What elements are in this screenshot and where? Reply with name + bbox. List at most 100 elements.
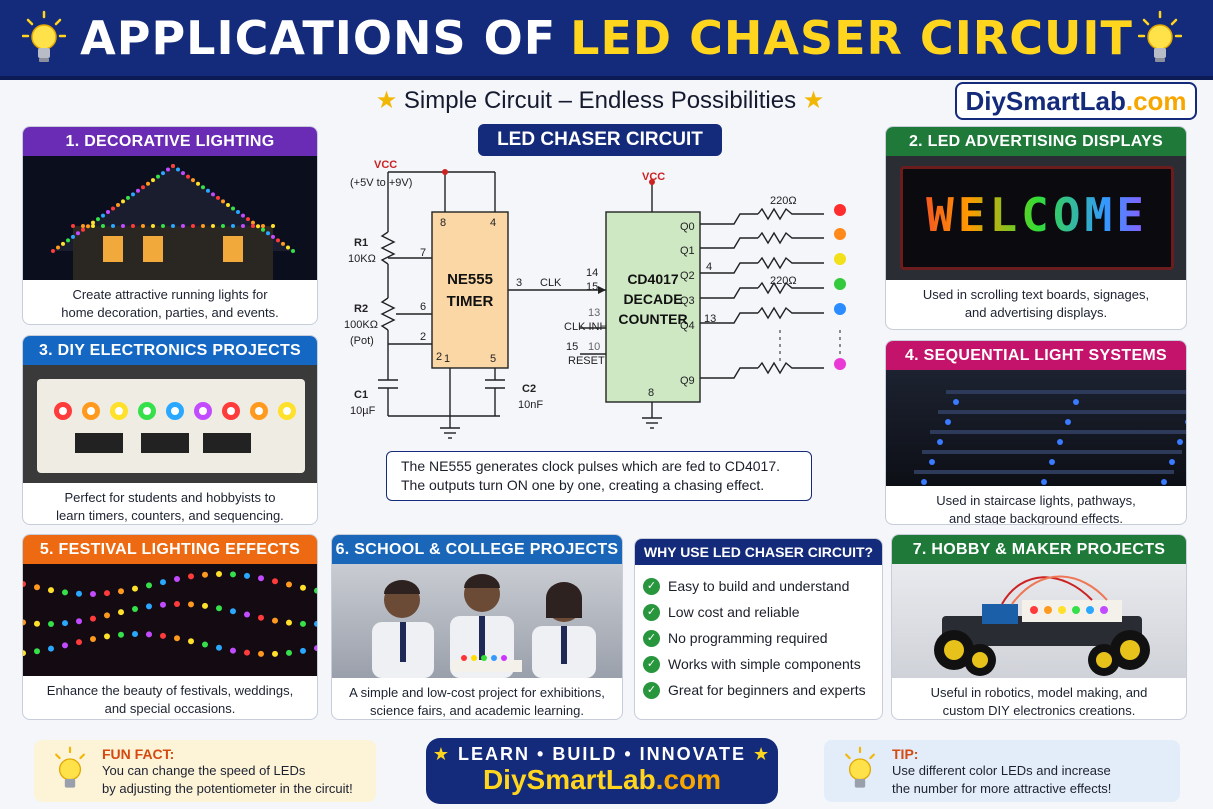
vcc-label-2: VCC [642, 171, 665, 183]
festival-lights-image [23, 564, 317, 676]
card-title: 4. SEQUENTIAL LIGHT SYSTEMS [886, 341, 1186, 370]
c2-value: 10nF [518, 399, 543, 411]
pin-7: 7 [420, 247, 426, 259]
check-icon: ✓ [643, 577, 660, 595]
card-title: 5. FESTIVAL LIGHTING EFFECTS [23, 535, 317, 564]
why-item-text: Easy to build and understand [668, 578, 850, 594]
card-title: 6. SCHOOL & COLLEGE PROJECTS [332, 535, 622, 564]
circuit-diagram: VCC (+5V to +9V) VCC R1 10KΩ R2 100KΩ (P… [344, 159, 846, 439]
pin-13b: 13 [704, 313, 716, 325]
sign-text: WELCOME [900, 188, 1174, 242]
tip-line: Use different color LEDs and increase [892, 763, 1111, 778]
why-item-text: Low cost and reliable [668, 604, 800, 620]
cd4017-label: CD4017 [627, 271, 679, 287]
breadboard-image [23, 365, 317, 483]
check-icon: ✓ [643, 603, 660, 621]
card-diy-electronics: 3. DIY ELECTRONICS PROJECTS Perfect for … [22, 335, 318, 525]
decade-label: DECADE [623, 291, 682, 307]
fun-fact-line: You can change the speed of LEDs [102, 763, 306, 778]
caption-line: and advertising displays. [964, 305, 1108, 320]
caption-line: Create attractive running lights for [72, 287, 268, 302]
q2-label: Q2 [680, 270, 695, 282]
card-caption: Perfect for students and hobbyists to lea… [23, 483, 317, 524]
brand-name: DiySmartLab [965, 86, 1126, 116]
pin-6: 6 [420, 301, 426, 313]
brand-logo: DiySmartLab.com [955, 82, 1197, 120]
circuit-note: The NE555 generates clock pulses which a… [386, 451, 812, 501]
r2-note: (Pot) [350, 335, 374, 347]
innovate-word: INNOVATE [639, 744, 746, 764]
caption-line: and stage background effects. [949, 511, 1123, 525]
card-hobby-maker: 7. HOBBY & MAKER PROJECTS Useful in robo… [891, 534, 1187, 720]
subtitle-text: Simple Circuit – Endless Possibilities [403, 87, 797, 114]
lightbulb-icon [845, 746, 875, 788]
card-title: 2. LED ADVERTISING DISPLAYS [886, 127, 1186, 156]
footer-brand: DiySmartLab [482, 764, 656, 795]
footer-domain: .com [655, 764, 722, 795]
staircase-lights-image [886, 370, 1186, 486]
caption-line: Enhance the beauty of festivals, wedding… [46, 683, 294, 698]
subtitle: ★ Simple Circuit – Endless Possibilities… [330, 86, 870, 115]
pin-15a: 15 [586, 281, 598, 293]
clk-inh-label: CLK INH [564, 321, 607, 333]
caption-line: A simple and low-cost project for exhibi… [349, 685, 605, 700]
fun-fact-heading: FUN FACT: [102, 746, 175, 762]
header-banner: APPLICATIONS OF LED CHASER CIRCUIT [0, 0, 1213, 80]
r2-value: 100KΩ [344, 319, 378, 331]
pin-8b: 8 [648, 387, 654, 399]
vcc-label: VCC [374, 159, 397, 171]
card-caption: Create attractive running lights for home… [23, 280, 317, 322]
why-item-text: Great for beginners and experts [668, 682, 866, 698]
star-icon: ★ [753, 744, 772, 764]
q0-label: Q0 [680, 221, 695, 233]
tip-line: the number for more attractive effects! [892, 781, 1112, 796]
why-title: WHY USE LED CHASER CIRCUIT? [635, 539, 882, 565]
caption-line: Useful in robotics, model making, and [930, 685, 1148, 700]
pin-4b: 4 [706, 261, 712, 273]
pin-13: 13 [588, 307, 600, 319]
card-led-advertising: 2. LED ADVERTISING DISPLAYS WELCOME Used… [885, 126, 1187, 330]
pin-10: 10 [588, 341, 600, 353]
why-item: ✓ Low cost and reliable [643, 599, 882, 625]
fun-fact-line: by adjusting the potentiometer in the ci… [102, 781, 353, 796]
learn-build-innovate-banner: ★ LEARN • BUILD • INNOVATE ★ DiySmartLab… [426, 738, 778, 804]
pin-8: 8 [440, 217, 446, 229]
pin-2: 2 [420, 331, 426, 343]
q4-label: Q4 [680, 320, 695, 332]
why-item-text: Works with simple components [668, 656, 861, 672]
card-festival-lighting: 5. FESTIVAL LIGHTING EFFECTS Enhance the… [22, 534, 318, 720]
lightbulb-icon [55, 746, 85, 788]
timer-label: TIMER [447, 293, 494, 310]
brand-domain: .com [1125, 86, 1187, 116]
resistor-220-label-2: 220Ω [770, 275, 797, 287]
students-image [332, 564, 622, 678]
build-word: BUILD [552, 744, 618, 764]
caption-line: Used in scrolling text boards, signages, [922, 287, 1150, 302]
card-title: 7. HOBBY & MAKER PROJECTS [892, 535, 1186, 564]
card-caption: Used in staircase lights, pathways, and s… [886, 486, 1186, 525]
card-school-college: 6. SCHOOL & COLLEGE PROJECTS A simple an… [331, 534, 623, 720]
card-caption: A simple and low-cost project for exhibi… [332, 678, 622, 719]
card-decorative-lighting: 1. DECORATIVE LIGHTING Create attractive… [22, 126, 318, 325]
tip-box: TIP: Use different color LEDs and increa… [824, 740, 1180, 802]
caption-line: and special occasions. [104, 701, 236, 716]
caption-line: home decoration, parties, and events. [61, 305, 279, 320]
card-caption: Enhance the beauty of festivals, wedding… [23, 676, 317, 718]
title-yellow: LED CHASER CIRCUIT [570, 11, 1133, 65]
card-title: 3. DIY ELECTRONICS PROJECTS [23, 336, 317, 365]
tip-heading: TIP: [892, 746, 919, 762]
caption-line: Used in staircase lights, pathways, [936, 493, 1136, 508]
why-item: ✓Works with simple components [643, 651, 882, 677]
r1-label: R1 [354, 237, 368, 249]
c2-label: C2 [522, 383, 536, 395]
c1-value: 10µF [350, 405, 376, 417]
pin-2-inner: 2 [436, 351, 442, 363]
note-line: The NE555 generates clock pulses which a… [401, 458, 780, 474]
caption-line: Perfect for students and hobbyists to [64, 490, 276, 505]
house-lights-image [23, 156, 317, 280]
pin-4: 4 [490, 217, 496, 229]
caption-line: science fairs, and academic learning. [370, 703, 584, 718]
why-item-text: No programming required [668, 630, 828, 646]
caption-line: learn timers, counters, and sequencing. [56, 508, 284, 523]
